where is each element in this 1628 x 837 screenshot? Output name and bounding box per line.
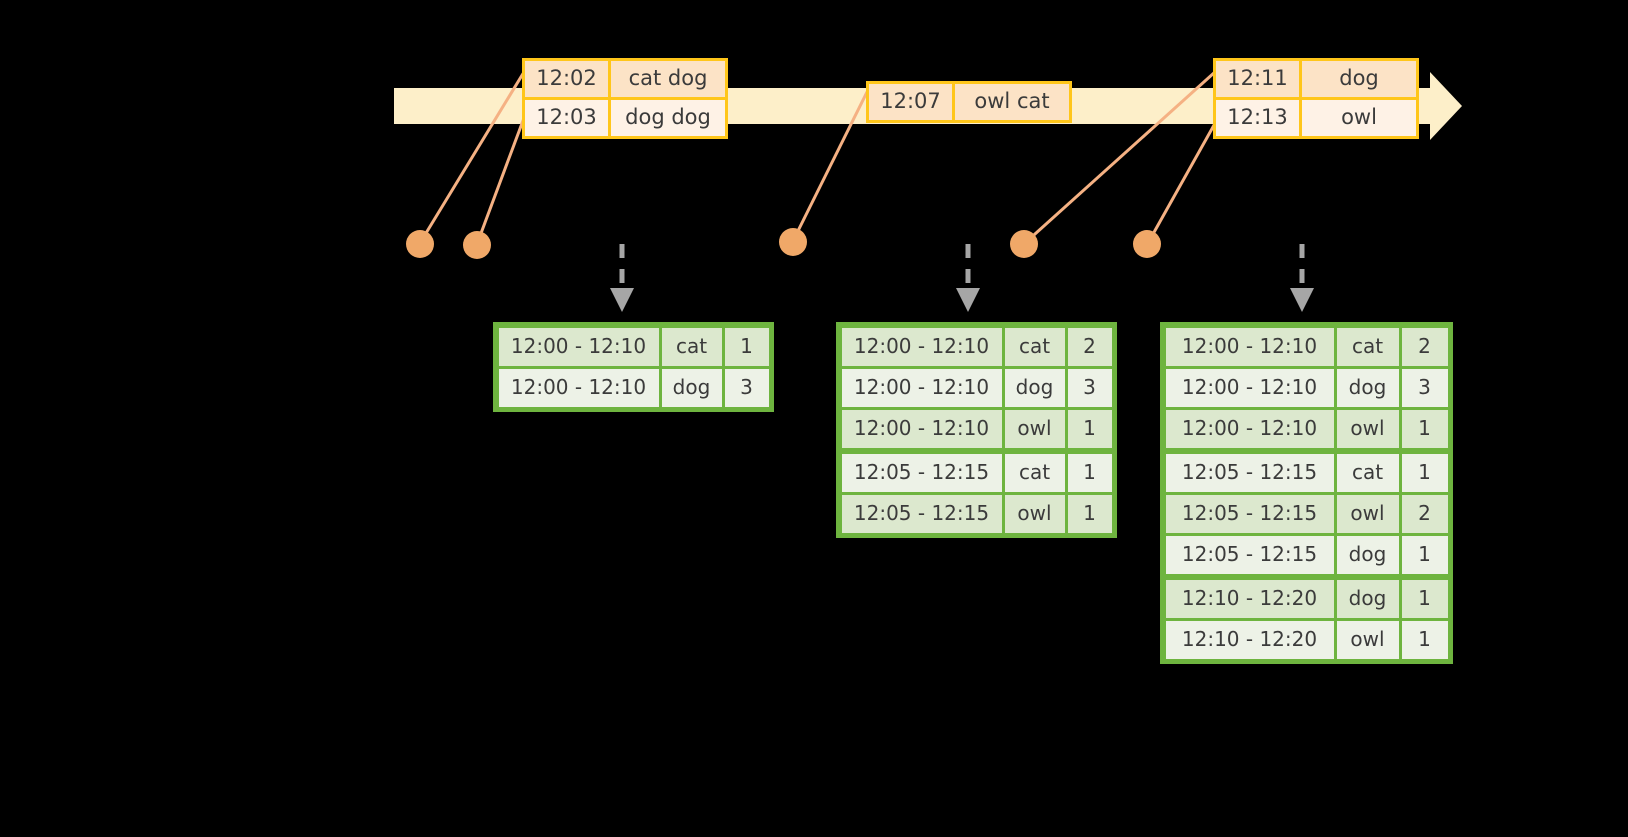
event-words: cat dog	[611, 61, 725, 97]
connector-dot-4	[1010, 230, 1038, 258]
count-cell: 3	[1067, 368, 1112, 407]
table-row[interactable]: 12:05 - 12:15 cat 1	[1164, 452, 1449, 493]
table-row[interactable]: 12:00 - 12:10 cat 2	[1164, 326, 1449, 367]
window-cell: 12:00 - 12:10	[1165, 368, 1334, 407]
count-cell: 1	[1401, 620, 1448, 659]
count-cell: 2	[1401, 327, 1448, 366]
window-cell: 12:10 - 12:20	[1165, 579, 1334, 618]
event-row[interactable]: 12:13 owl	[1216, 100, 1416, 136]
count-cell: 1	[1401, 535, 1448, 574]
event-words: owl cat	[955, 84, 1069, 120]
window-cell: 12:05 - 12:15	[1165, 535, 1334, 574]
connector-line-3	[791, 89, 870, 242]
window-cell: 12:05 - 12:15	[1165, 494, 1334, 533]
window-cell: 12:00 - 12:10	[841, 409, 1002, 448]
count-cell: 1	[1401, 453, 1448, 492]
event-group-3: 12:11 dog 12:13 owl	[1213, 58, 1419, 139]
word-cell: owl	[1004, 409, 1065, 448]
down-arrow-1	[610, 244, 634, 312]
event-group-2: 12:07 owl cat	[866, 81, 1072, 123]
count-cell: 1	[1067, 453, 1112, 492]
count-cell: 3	[724, 368, 769, 407]
word-cell: dog	[1336, 368, 1399, 407]
word-cell: dog	[661, 368, 722, 407]
table-row[interactable]: 12:05 - 12:15 dog 1	[1164, 534, 1449, 575]
table-row[interactable]: 12:00 - 12:10 cat 1	[497, 326, 770, 367]
count-cell: 1	[1401, 409, 1448, 448]
window-cell: 12:10 - 12:20	[1165, 620, 1334, 659]
table-row[interactable]: 12:05 - 12:15 owl 2	[1164, 493, 1449, 534]
window-group-separator	[840, 449, 1113, 452]
event-group-1: 12:02 cat dog 12:03 dog dog	[522, 58, 728, 139]
result-table-2: 12:00 - 12:10 cat 2 12:00 - 12:10 dog 3 …	[836, 322, 1117, 538]
window-cell: 12:00 - 12:10	[1165, 327, 1334, 366]
window-cell: 12:00 - 12:10	[498, 368, 659, 407]
table-row[interactable]: 12:05 - 12:15 cat 1	[840, 452, 1113, 493]
table-row[interactable]: 12:00 - 12:10 owl 1	[840, 408, 1113, 449]
window-group-separator	[1164, 449, 1449, 452]
word-cell: owl	[1336, 409, 1399, 448]
event-time: 12:07	[869, 84, 955, 120]
connector-line-1	[418, 71, 526, 244]
word-cell: cat	[1336, 327, 1399, 366]
connector-dot-1	[406, 230, 434, 258]
table-row[interactable]: 12:00 - 12:10 owl 1	[1164, 408, 1449, 449]
word-cell: cat	[1336, 453, 1399, 492]
window-cell: 12:05 - 12:15	[841, 494, 1002, 533]
window-cell: 12:05 - 12:15	[1165, 453, 1334, 492]
word-cell: owl	[1004, 494, 1065, 533]
connector-dot-5	[1133, 230, 1161, 258]
event-row[interactable]: 12:07 owl cat	[869, 84, 1069, 120]
word-cell: dog	[1336, 535, 1399, 574]
connector-line-2	[475, 117, 526, 245]
connector-dot-2	[463, 231, 491, 259]
table-row[interactable]: 12:00 - 12:10 cat 2	[840, 326, 1113, 367]
window-cell: 12:00 - 12:10	[1165, 409, 1334, 448]
count-cell: 1	[1067, 409, 1112, 448]
table-row[interactable]: 12:10 - 12:20 owl 1	[1164, 619, 1449, 660]
count-cell: 1	[724, 327, 769, 366]
table-row[interactable]: 12:00 - 12:10 dog 3	[1164, 367, 1449, 408]
count-cell: 2	[1067, 327, 1112, 366]
down-arrow-2	[956, 244, 980, 312]
event-words: dog dog	[611, 100, 725, 136]
word-cell: owl	[1336, 620, 1399, 659]
count-cell: 2	[1401, 494, 1448, 533]
down-arrow-3	[1290, 244, 1314, 312]
result-table-1: 12:00 - 12:10 cat 1 12:00 - 12:10 dog 3	[493, 322, 774, 412]
count-cell: 1	[1067, 494, 1112, 533]
count-cell: 3	[1401, 368, 1448, 407]
event-row[interactable]: 12:02 cat dog	[525, 61, 725, 100]
window-cell: 12:00 - 12:10	[841, 368, 1002, 407]
word-cell: cat	[1004, 453, 1065, 492]
window-cell: 12:00 - 12:10	[498, 327, 659, 366]
down-arrows	[610, 244, 1314, 312]
connector-dots	[406, 228, 1161, 259]
event-time: 12:02	[525, 61, 611, 97]
connector-dot-3	[779, 228, 807, 256]
word-cell: cat	[1004, 327, 1065, 366]
word-cell: dog	[1004, 368, 1065, 407]
window-group-separator	[1164, 575, 1449, 578]
word-cell: cat	[661, 327, 722, 366]
table-row[interactable]: 12:10 - 12:20 dog 1	[1164, 578, 1449, 619]
event-time: 12:03	[525, 100, 611, 136]
event-row[interactable]: 12:03 dog dog	[525, 100, 725, 136]
table-row[interactable]: 12:00 - 12:10 dog 3	[840, 367, 1113, 408]
result-table-3: 12:00 - 12:10 cat 2 12:00 - 12:10 dog 3 …	[1160, 322, 1453, 664]
window-cell: 12:00 - 12:10	[841, 327, 1002, 366]
word-cell: dog	[1336, 579, 1399, 618]
event-time: 12:11	[1216, 61, 1302, 97]
window-cell: 12:05 - 12:15	[841, 453, 1002, 492]
connector-line-5	[1146, 117, 1220, 244]
count-cell: 1	[1401, 579, 1448, 618]
table-row[interactable]: 12:05 - 12:15 owl 1	[840, 493, 1113, 534]
event-words: owl	[1302, 100, 1416, 136]
word-cell: owl	[1336, 494, 1399, 533]
event-time: 12:13	[1216, 100, 1302, 136]
event-words: dog	[1302, 61, 1416, 97]
event-row[interactable]: 12:11 dog	[1216, 61, 1416, 100]
table-row[interactable]: 12:00 - 12:10 dog 3	[497, 367, 770, 408]
